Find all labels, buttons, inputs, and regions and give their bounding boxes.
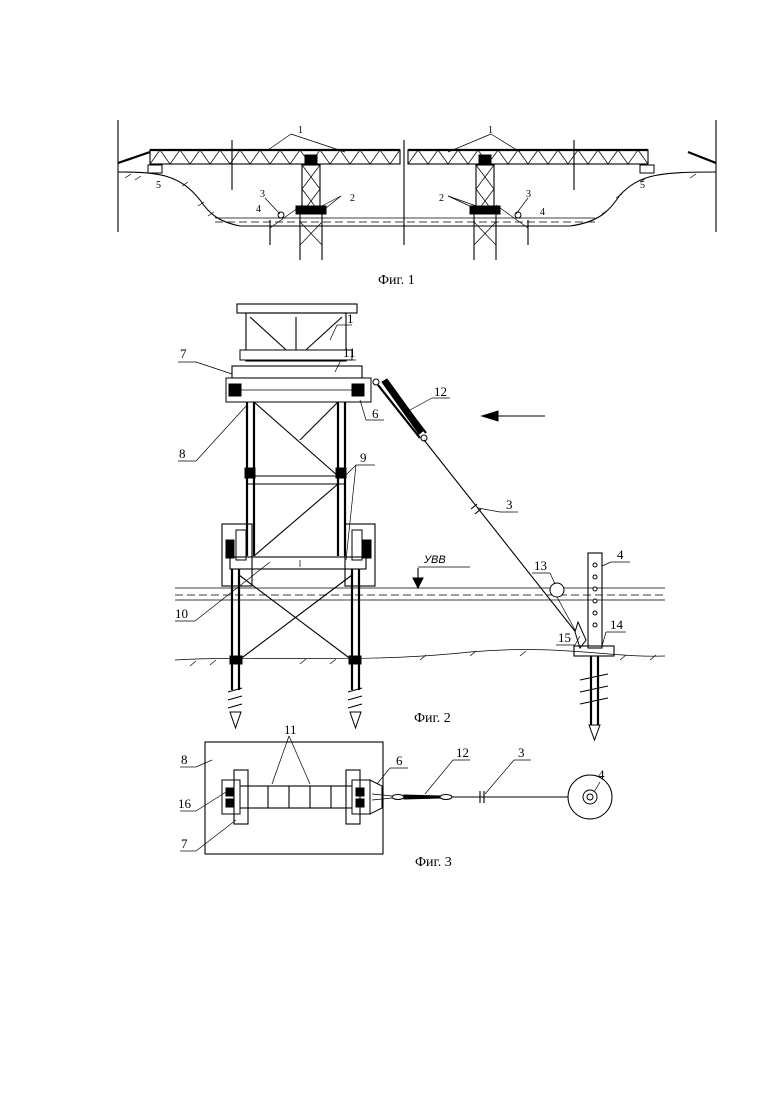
fig1-label-4a: 4 [256,204,261,215]
support-tower [245,402,346,556]
fig2-caption: Фиг. 2 [414,711,451,726]
fig1-label-1a: 1 [298,125,303,136]
fig2-label-11: 11 [343,345,356,360]
fig3-label-6: 6 [396,753,403,768]
figure-1: 1 1 2 2 3 3 4 4 5 5 Фиг. 1 [118,120,716,288]
fig3-label-16: 16 [178,796,192,811]
fig1-caption: Фиг. 1 [378,273,415,288]
fig2-label-7: 7 [180,346,187,361]
fig2-label-14: 14 [610,617,624,632]
fig1-label-3a: 3 [260,189,265,200]
truss-element-1 [237,304,357,361]
fig1-label-4b: 4 [540,207,545,218]
fig2-label-15: 15 [558,630,571,645]
figure-3: 8 16 7 11 6 12 3 4 Фиг. 3 [178,722,612,870]
fig2-label-12: 12 [434,384,447,399]
fig1-label-2a: 2 [350,193,355,204]
fig3-label-3: 3 [518,745,525,760]
fig1-label-1b: 1 [488,125,493,136]
fig2-label-13: 13 [534,558,547,573]
fig3-label-12: 12 [456,745,469,760]
fig1-label-5a: 5 [156,180,161,191]
water-level-label: УВВ [423,554,446,566]
fig1-label-5b: 5 [640,180,645,191]
fig3-caption: Фиг. 3 [415,855,452,870]
fig2-label-4: 4 [617,547,624,562]
support-tower-left [296,155,326,260]
support-tower-right [470,155,500,260]
fig3-label-11: 11 [284,722,297,737]
fig3-label-8: 8 [181,752,188,767]
fig2-label-9: 9 [360,450,367,465]
truss-spans [150,150,648,164]
fig2-label-8: 8 [179,446,186,461]
fig2-label-6: 6 [372,406,379,421]
anchor-pile-4 [574,553,614,740]
figure-2: УВВ [175,304,665,740]
fig1-label-3b: 3 [526,189,531,200]
fig3-label-7: 7 [181,836,188,851]
fig1-label-2b: 2 [439,193,444,204]
fig2-label-1: 1 [347,311,354,326]
fig2-label-3: 3 [506,497,513,512]
fig2-label-10: 10 [175,606,188,621]
fig3-label-4: 4 [598,767,605,782]
turnbuckle-12 [373,379,427,441]
